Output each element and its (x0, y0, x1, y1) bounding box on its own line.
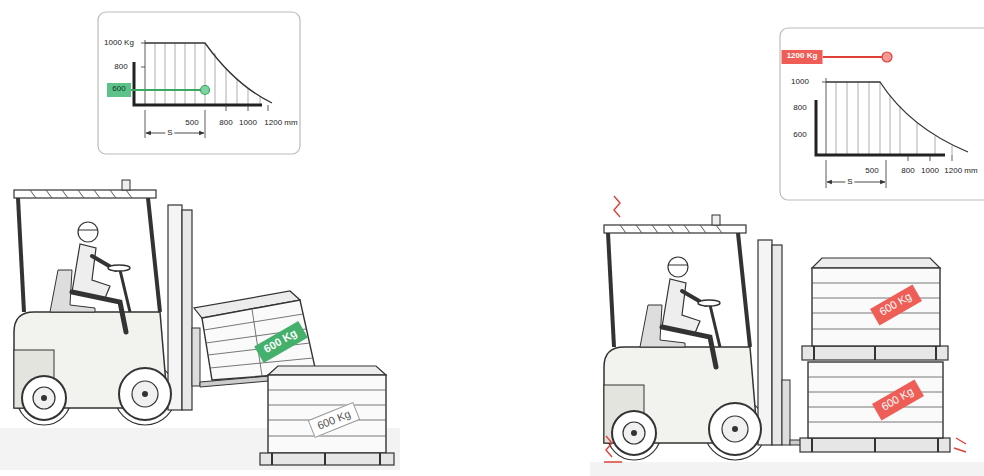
pallet (260, 453, 394, 465)
crate-top (812, 258, 940, 268)
load-line (823, 56, 887, 58)
axis-label: 600 (792, 131, 807, 139)
capacity-curve (145, 43, 272, 103)
weight-tag: 1200 Kg (782, 50, 823, 64)
ground-shadow (590, 462, 984, 476)
crate-planks (808, 377, 943, 422)
weight-tag: 600 (107, 83, 131, 97)
axis-label: 500 (864, 167, 879, 175)
tag-text: 1200 Kg (787, 51, 818, 60)
pallet (802, 346, 948, 360)
load-point (882, 52, 892, 62)
pallet-blocks (814, 346, 936, 360)
axis-label: S (845, 178, 854, 186)
chart-grid (155, 43, 260, 105)
axis-label: 800 (218, 119, 233, 127)
axis-label: 1000 (790, 78, 810, 86)
axis-label: 800 (900, 167, 915, 175)
chart-axis (141, 40, 145, 105)
forklift (604, 215, 782, 460)
axis-label: 1000 (920, 167, 940, 175)
chart-panel (98, 12, 300, 154)
crate-top (268, 366, 386, 375)
shake-marks (604, 196, 966, 462)
axis-label: 800 (113, 63, 128, 71)
fork-carriage (192, 328, 200, 386)
dimension-ticks (826, 155, 952, 188)
axis-label: 800 (792, 104, 807, 112)
load-line (131, 89, 205, 91)
capacity-curve (826, 82, 968, 152)
chart-axis (822, 78, 826, 155)
fork-carriage (782, 380, 790, 445)
ground-crate (268, 375, 386, 453)
dimension-line (827, 182, 885, 183)
upper-crate (812, 268, 940, 346)
axis-label: 1000 Kg (103, 39, 135, 47)
fork-bracket (134, 62, 262, 105)
pallet-blocks (272, 453, 380, 465)
lower-crate (808, 362, 943, 438)
crate-planks (812, 283, 940, 329)
chart-grid (836, 82, 952, 155)
axis-label: 1200 mm (943, 167, 978, 175)
tag-text: 600 (112, 84, 125, 93)
axis-label: S (165, 129, 174, 137)
axis-label: 500 (184, 119, 199, 127)
pallet (800, 438, 950, 452)
axis-label: 1200 mm (263, 119, 298, 127)
chart-panel (780, 28, 984, 200)
fork-bracket (816, 100, 945, 155)
load-point (201, 86, 210, 95)
dimension-line (146, 133, 204, 134)
axis-label: 1000 (238, 119, 258, 127)
forklift (14, 180, 192, 425)
dimension-ticks (145, 105, 268, 138)
pallet-blocks (812, 438, 938, 452)
